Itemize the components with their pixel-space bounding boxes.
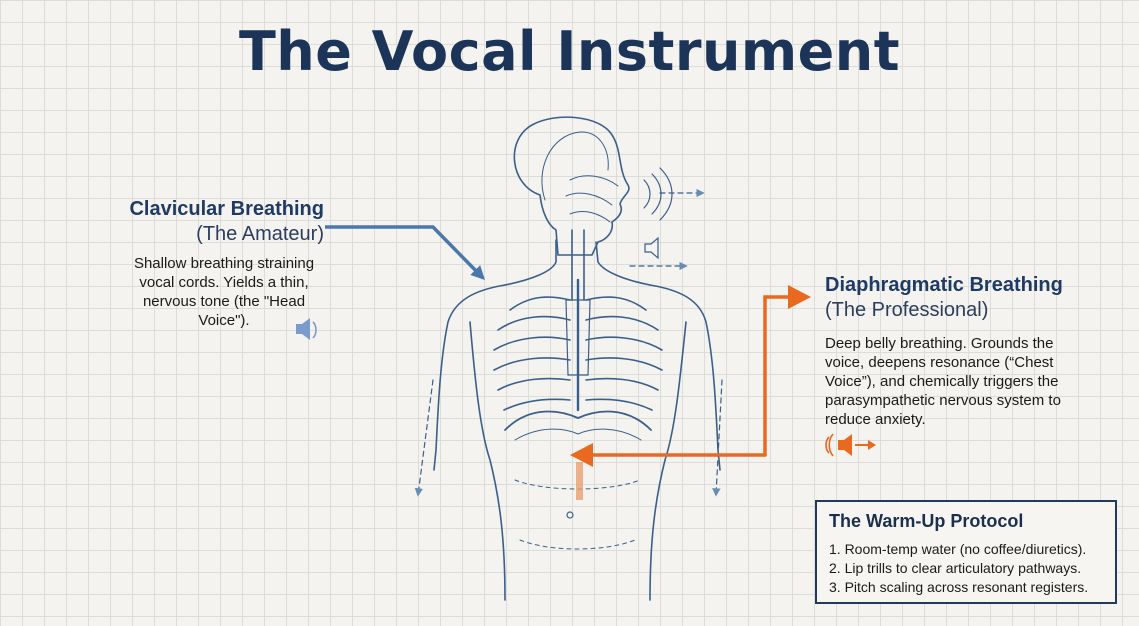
diaphragmatic-heading: Diaphragmatic Breathing <box>825 274 1063 296</box>
page-title: The Vocal Instrument <box>238 20 901 83</box>
protocol-item: 3. Pitch scaling across resonant registe… <box>829 579 1089 595</box>
professional-arrowhead-left <box>570 443 593 467</box>
professional-arrowhead-top <box>788 285 811 309</box>
amateur-pointer-arrow <box>325 225 485 280</box>
diaphragmatic-breathing-panel: Diaphragmatic Breathing (The Professiona… <box>825 274 1095 429</box>
protocol-heading: The Warm-Up Protocol <box>829 511 1024 531</box>
diaphragmatic-description: Deep belly breathing. Grounds the voice,… <box>825 335 1061 428</box>
professional-pointer-arrow <box>590 295 792 457</box>
diaphragmatic-subheading: (The Professional) <box>825 299 989 321</box>
protocol-list: 1. Room-temp water (no coffee/diuretics)… <box>829 540 1103 597</box>
clavicular-subheading: (The Amateur) <box>196 223 324 245</box>
protocol-item: 1. Room-temp water (no coffee/diuretics)… <box>829 541 1087 557</box>
speaker-quiet-icon <box>296 318 317 340</box>
clavicular-breathing-panel: Clavicular Breathing (The Amateur) Shall… <box>64 198 324 330</box>
clavicular-heading: Clavicular Breathing <box>129 198 324 220</box>
warm-up-protocol-box: The Warm-Up Protocol 1. Room-temp water … <box>815 500 1117 604</box>
clavicular-description: Shallow breathing straining vocal cords.… <box>133 255 315 329</box>
diaphragm-highlight <box>576 462 583 500</box>
speaker-loud-icon <box>825 433 876 457</box>
torso-outline <box>414 116 723 601</box>
protocol-item: 2. Lip trills to clear articulatory path… <box>829 560 1082 576</box>
